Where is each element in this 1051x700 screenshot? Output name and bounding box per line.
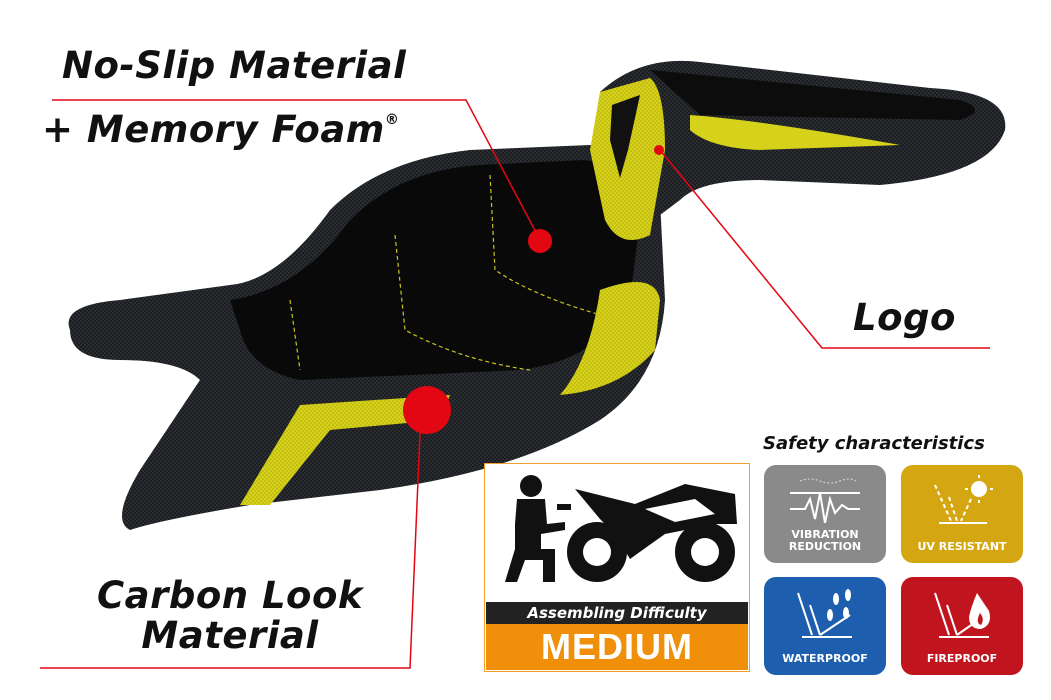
callout-dot-no-slip	[528, 229, 552, 253]
badge-vibration-line2: REDUCTION	[788, 540, 862, 553]
mechanic-motorcycle-icon	[505, 475, 737, 582]
callout-dot-logo	[654, 145, 664, 155]
callout-memory-foam-text: + Memory Foam	[42, 108, 385, 151]
callout-carbon-line1: Carbon Look	[96, 574, 364, 617]
vibration-icon	[790, 478, 860, 523]
flame-icon	[934, 592, 990, 638]
assembly-difficulty-level: MEDIUM	[486, 624, 748, 670]
registered-mark: ®	[384, 112, 400, 128]
callout-logo: Logo	[853, 296, 956, 339]
badge-uv-resistant: UV RESISTANT	[901, 465, 1023, 563]
badge-waterproof: WATERPROOF	[764, 577, 886, 675]
callout-carbon: Carbon Look Material	[70, 576, 390, 656]
badge-uv-line1: UV RESISTANT	[917, 540, 1007, 553]
badge-waterproof-line1: WATERPROOF	[782, 652, 868, 665]
callout-carbon-line2: Material	[141, 614, 319, 657]
callout-no-slip-line1: No-Slip Material	[62, 44, 407, 87]
water-drops-icon	[797, 589, 852, 638]
assembly-difficulty-badge: Assembling Difficulty MEDIUM	[484, 463, 750, 672]
badge-fireproof: FIREPROOF	[901, 577, 1023, 675]
callout-dot-carbon	[403, 386, 451, 434]
callout-memory-foam: + Memory Foam®	[42, 108, 399, 151]
rs-logo-icon	[610, 95, 640, 178]
sun-icon	[934, 475, 993, 524]
badge-vibration-line1: VIBRATION	[791, 528, 859, 541]
safety-title: Safety characteristics	[763, 433, 985, 454]
assembly-difficulty-label: Assembling Difficulty	[486, 602, 748, 624]
badge-fireproof-line1: FIREPROOF	[926, 652, 998, 665]
